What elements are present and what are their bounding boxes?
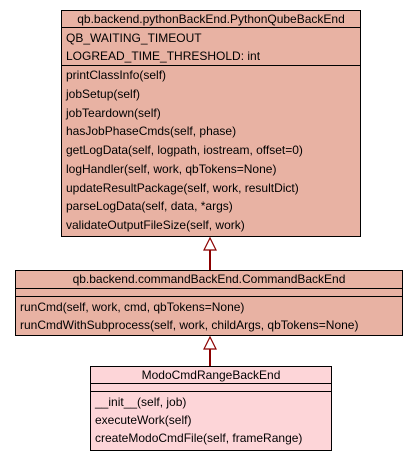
attribute: QB_WAITING_TIMEOUT: [66, 31, 202, 45]
methods-section: __init__(self, job) executeWork(self) cr…: [91, 391, 331, 447]
attributes-section: QB_WAITING_TIMEOUT LOGREAD_TIME_THRESHOL…: [62, 27, 360, 65]
method: executeWork(self): [95, 413, 192, 427]
attributes-section: [91, 383, 331, 391]
method: runCmd(self, work, cmd, qbTokens=None): [20, 300, 245, 314]
class-box-command-backend: qb.backend.commandBackEnd.CommandBackEnd…: [15, 270, 403, 336]
method: getLogData(self, logpath, iostream, offs…: [66, 143, 303, 157]
method: runCmdWithSubprocess(self, work, childAr…: [20, 318, 359, 332]
method: validateOutputFileSize(self, work): [66, 218, 245, 232]
class-title: qb.backend.pythonBackEnd.PythonQubeBackE…: [77, 12, 345, 26]
method: __init__(self, job): [95, 395, 187, 409]
attribute: LOGREAD_TIME_THRESHOLD: int: [66, 49, 261, 63]
method: hasJobPhaseCmds(self, phase): [66, 124, 237, 139]
attributes-section: [16, 288, 402, 296]
method: parseLogData(self, data, *args): [66, 199, 233, 214]
class-title: ModoCmdRangeBackEnd: [141, 368, 281, 382]
method: jobSetup(self): [66, 86, 141, 101]
method: createModoCmdFile(self, frameRange): [95, 431, 303, 445]
class-box-modo-cmd-range-backend: ModoCmdRangeBackEnd __init__(self, job) …: [90, 366, 332, 451]
inheritance-arrow-command-to-python: [203, 236, 217, 270]
class-box-python-qube-backend: qb.backend.pythonBackEnd.PythonQubeBackE…: [61, 10, 361, 237]
method: printClassInfo(self): [66, 68, 167, 82]
methods-section: runCmd(self, work, cmd, qbTokens=None) r…: [16, 296, 402, 334]
inheritance-arrow-modo-to-command: [203, 335, 217, 366]
method: jobTeardown(self): [66, 105, 161, 120]
class-title: qb.backend.commandBackEnd.CommandBackEnd: [72, 272, 346, 286]
methods-section: printClassInfo(self) jobSetup(self) jobT…: [62, 65, 360, 235]
method: logHandler(self, work, qbTokens=None): [66, 161, 277, 176]
method: updateResultPackage(self, work, resultDi…: [66, 180, 299, 195]
